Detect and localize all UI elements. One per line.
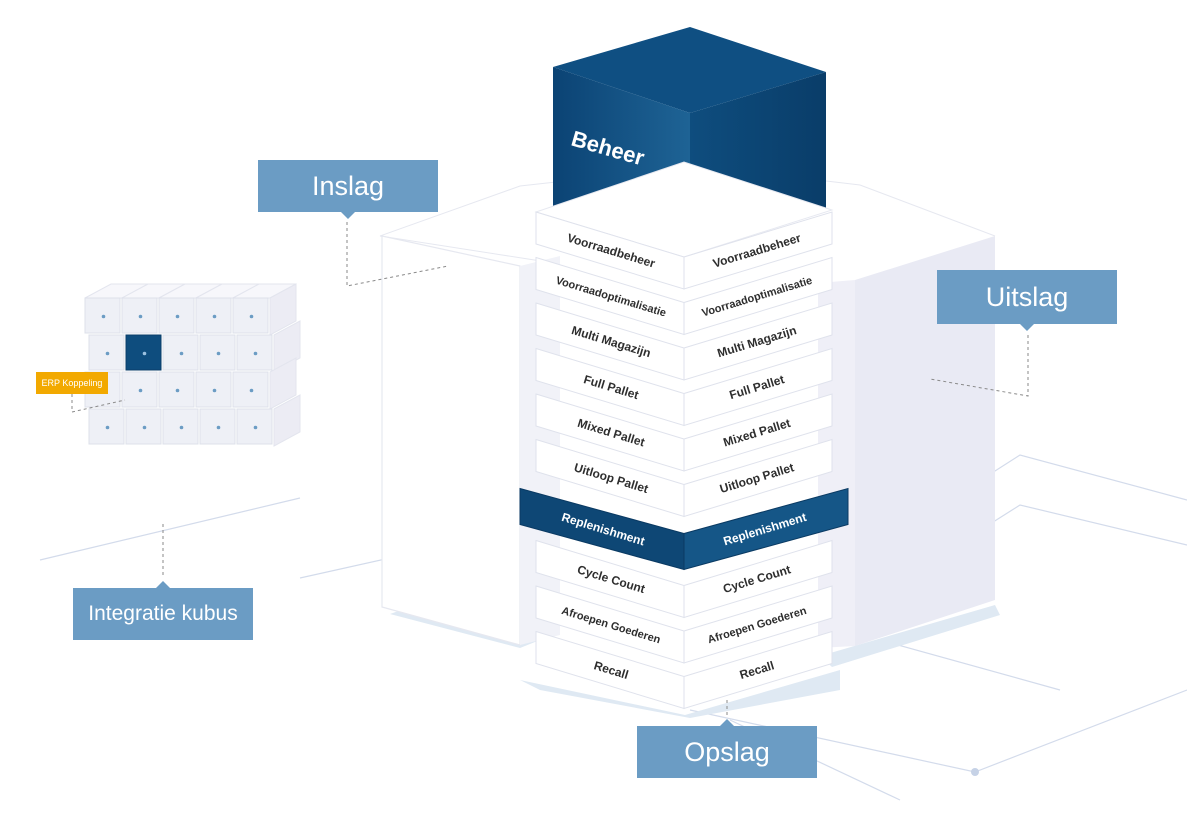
erp-koppeling-tag[interactable]: ERP Koppeling [36, 372, 108, 394]
cube-dot [253, 351, 258, 356]
cube-dot [101, 314, 106, 319]
opslag-label: Opslag [684, 736, 770, 767]
cube-dot [142, 425, 147, 430]
cube-dot [175, 388, 180, 393]
tile-right-face [683, 585, 833, 664]
erp-cube[interactable] [125, 334, 162, 371]
floor-line [39, 497, 301, 561]
cube-side-face [269, 357, 297, 410]
tile-right-face [683, 393, 833, 472]
erp-label: ERP Koppeling [41, 378, 103, 388]
cube-dot [216, 351, 221, 356]
leader-uitslag [929, 335, 1029, 397]
right-block-front [855, 236, 995, 646]
uitslag-callout[interactable]: Uitslag [937, 270, 1117, 331]
cube-dot [142, 351, 147, 356]
inslag-label: Inslag [311, 170, 385, 201]
cube-dot [138, 388, 143, 393]
inslag-callout[interactable]: Inslag [258, 160, 438, 219]
cube-dot [249, 314, 254, 319]
cube-dot [179, 351, 184, 356]
leader-erp [71, 394, 126, 413]
stack-shadow [520, 670, 840, 718]
cube-front-face [232, 297, 269, 334]
tile-right-face [683, 211, 833, 290]
tile-right-face [683, 438, 833, 518]
cube-dot [249, 388, 254, 393]
opslag-callout[interactable]: Opslag [637, 719, 817, 778]
tile-right-face [683, 302, 833, 381]
outline-edge [379, 235, 561, 265]
floor-line [879, 639, 1061, 691]
cube-dot [212, 314, 217, 319]
floor-node [971, 768, 979, 776]
integration-cube [84, 283, 301, 447]
tile-right-face [683, 630, 833, 710]
cube-dot [179, 425, 184, 430]
cube-dot [105, 351, 110, 356]
cube-dot [175, 314, 180, 319]
cube-dot [212, 388, 217, 393]
leader-lines [71, 222, 1029, 716]
tile-right-face [683, 487, 849, 571]
beheer-top [553, 27, 826, 113]
tile-right-face [683, 539, 833, 619]
cube-dot [138, 314, 143, 319]
cube-side-face [269, 283, 297, 336]
cube-front-face [88, 334, 125, 371]
tile-right-face [683, 347, 833, 427]
left-block-front [381, 235, 521, 646]
cube-dot [216, 425, 221, 430]
cube-dot [105, 425, 110, 430]
integratie-callout[interactable]: Integratie kubus [73, 581, 253, 640]
tile-right-face [683, 256, 833, 336]
leader-inslag [346, 222, 449, 287]
right-block-shadow [820, 605, 1000, 667]
cube-side-face [273, 394, 301, 447]
cube-dot [253, 425, 258, 430]
integratie-label: Integratie kubus [88, 602, 238, 625]
uitslag-label: Uitslag [985, 281, 1069, 312]
